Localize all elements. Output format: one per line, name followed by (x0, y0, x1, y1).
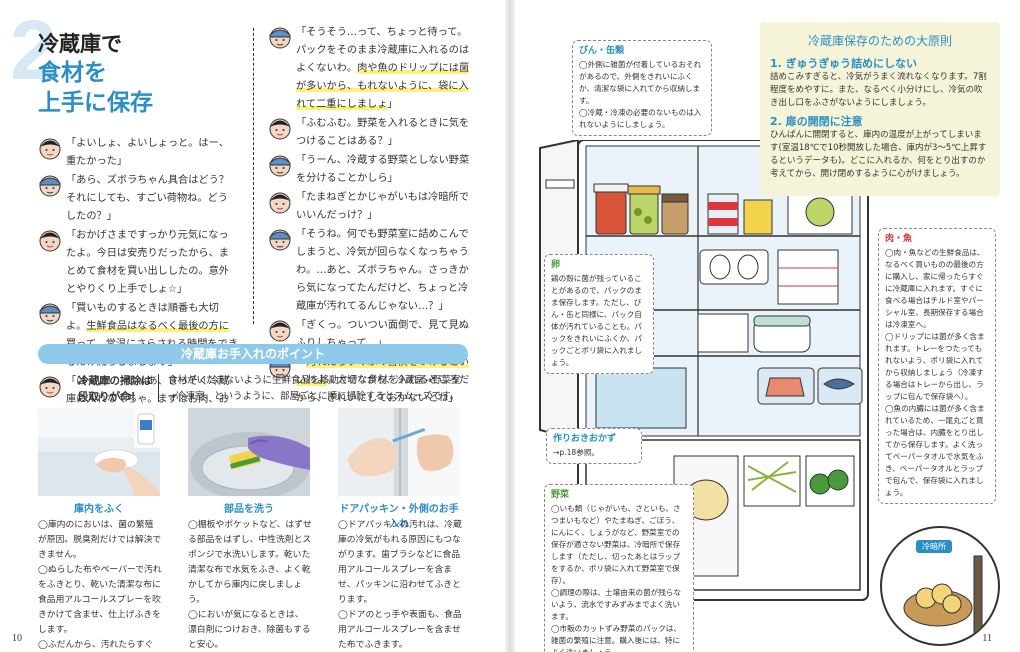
avatar-friend-icon (269, 27, 291, 49)
note-sakurioki: 作りおきおかず →p.18参照。 (546, 428, 642, 464)
dialogue-text: 「よいしょ、よいしょっと。はー、重たかった」 (66, 138, 229, 167)
dialogue-text: 「おかげさまですっかり元気になったよ。今日は安売りだったから、まとめて食材を買い… (66, 230, 229, 295)
note-veg-text: ◯いも類（じゃがいも、さといも、さつまいもなど）やたまねぎ、ごぼう、にんにく、し… (551, 504, 681, 652)
right-page: 冷蔵庫保存のための大原則 1. ぎゅうぎゅう詰めにしない 詰めこみすぎると、冷気… (510, 0, 1020, 652)
dialogue-line: 「ぎくっ。ついつい面倒で、見て見ぬふりしちゃって…」 (268, 317, 473, 353)
photo-text-1: ◯庫内のにおいは、菌の繁殖が原因。脱臭剤だけでは解決できません。 ◯ぬらした布や… (38, 520, 162, 650)
avatar-zubora-icon (269, 192, 291, 214)
note-meat-text: ◯肉・魚などの生鮮食品は、なるべく買いものの最後の方に購入し、家に帰ったらすぐに… (885, 248, 985, 497)
principles-title: 冷蔵庫保存のための大原則 (807, 34, 952, 48)
dialogue-text: 「ぎくっ。ついつい面倒で、見て見ぬふりしちゃって…」 (296, 320, 469, 349)
dialogue-line: 「ふむふむ。野菜を入れるときに気をつけることはある？」 (268, 115, 473, 151)
principle-2-text: ひんぱんに開閉すると、庫内の温度が上がってしまいます(室温18℃で10秒開放した… (770, 130, 987, 179)
dialogue-text: 「たまねぎとかじゃがいもは冷暗所でいいんだっけ？」 (296, 192, 469, 221)
dialogue-text: 「買いものするときは順番も大切よ。 (66, 303, 219, 332)
dialogue-line: 「よいしょ、よいしょっと。はー、重たかった」 (38, 135, 238, 171)
photo-wiping (38, 408, 160, 496)
note-egg: 卵 鶏の殻に菌が残っていることがあるので、パックのまま保存します。ただし、びん・… (544, 254, 654, 374)
section-number: 2 (10, 3, 57, 97)
principle-1-title: 1. ぎゅうぎゅう詰めにしない (770, 57, 918, 70)
note-egg-title: 卵 (551, 260, 561, 270)
avatar-friend-icon (269, 155, 291, 177)
note-veg-title: 野菜 (551, 490, 570, 500)
photo-text-2: ◯棚板やポケットなど、はずせる部品をはずし、中性洗剤とスポンジで水洗いします。乾… (188, 520, 312, 650)
page-title: 冷蔵庫で 食材を 上手に保存 (38, 28, 153, 118)
dialogue-line: 「そうね。何でも野菜室に詰めこんでしまうと、冷気が回らなくなっちゃうわ。…あと、… (268, 226, 473, 316)
page-number-right: 11 (982, 633, 992, 644)
avatar-friend-icon (269, 229, 291, 251)
dialogue-text: 。大切な食材を入れるところだから、きれいにしておかないとね」 (296, 375, 470, 404)
dialogue-line: 「たまねぎとかじゃがいもは冷暗所でいいんだっけ？」 (268, 189, 473, 225)
avatar-zubora-icon (269, 118, 291, 140)
page-number-left: 10 (12, 633, 22, 644)
principle-2-title: 2. 扉の開閉に注意 (770, 115, 863, 128)
tip-body: 食材がいたまないように生鮮食品を移動させながら、冷蔵室→野菜室→冷凍室、というよ… (168, 375, 461, 402)
note-egg-text: 鶏の殻に菌が残っていることがあるので、パックのまま保存します。ただし、びん・缶と… (551, 274, 643, 367)
photo-caption-1: 庫内をふく (74, 504, 124, 515)
dialogue-text: 「あら、ズボラちゃん具合はどう？ それにしても、すごい荷物ね。どうしたの？」 (66, 175, 240, 222)
dialogue-line: 「あら、ズボラちゃん具合はどう？ それにしても、すごい荷物ね。どうしたの？」 (38, 172, 240, 226)
title-line-3: 上手に保存 (38, 90, 153, 116)
photo-gasket (338, 408, 460, 496)
avatar-zubora-icon (269, 320, 291, 342)
cool-dark-place-label: 冷暗所 (916, 540, 952, 553)
left-page: 2 冷蔵庫で 食材を 上手に保存 「よいしょ、よいしょっと。はー、重たかった」「… (0, 0, 505, 652)
note-meat-title: 肉・魚 (885, 234, 913, 244)
dialogue-line: 「おかげさまですっかり元気になったよ。今日は安売りだったから、まとめて食材を買い… (38, 227, 238, 299)
title-line-2: 食材を (38, 60, 107, 86)
note-sakurioki-text: →p.18参照。 (553, 448, 600, 457)
principle-1-text: 詰めこみすぎると、冷気がうまく流れなくなります。7割程度をめやすに。また、なるべ… (770, 72, 987, 108)
note-meat: 肉・魚 ◯肉・魚などの生鮮食品は、なるべく買いものの最後の方に購入し、家に帰った… (878, 228, 996, 504)
photo-caption-3: ドアパッキン・外側のお手入れ (339, 504, 459, 530)
note-bottles: びん・缶類 ◯外側に雑菌が付着しているおそれがあるので、外側をきれいにふくか、清… (572, 40, 712, 136)
note-sakurioki-title: 作りおきおかず (553, 434, 617, 444)
dialogue-text: 」 (387, 99, 398, 110)
tip-heading: 冷蔵庫の掃除は段取りが命！ (78, 373, 158, 405)
avatar-zubora-icon (39, 376, 61, 398)
photo-washing (188, 408, 310, 496)
dialogue-line: 「うーん、冷蔵する野菜としない野菜を分けることかしら」 (268, 152, 473, 188)
note-bottles-text: ◯外側に雑菌が付着しているおそれがあるので、外側をきれいにふくか、清潔な袋に入れ… (579, 60, 702, 129)
tip-divider (158, 374, 159, 402)
column-divider (253, 28, 254, 324)
avatar-friend-icon (39, 303, 61, 325)
avatar-friend-icon (39, 175, 61, 197)
dialogue-text: 「ふむふむ。野菜を入れるときに気をつけることはある？」 (296, 118, 470, 147)
dialogue-text: 「そうそう…って、ちょっと待って。パックをそのまま冷蔵庫に入れるのはよくないわ。 (296, 27, 470, 74)
photo-caption-2: 部品を洗う (224, 504, 274, 515)
dialogue-text: 「そうね。何でも野菜室に詰めこんでしまうと、冷気が回らなくなっちゃうわ。…あと、… (296, 229, 469, 312)
tip-heading-text: 冷蔵庫の掃除は段取りが命！ (78, 375, 152, 403)
avatar-zubora-icon (39, 138, 61, 160)
cool-dark-place-inset: 冷暗所 (880, 526, 1000, 646)
title-line-1: 冷蔵庫で (38, 32, 122, 56)
note-vegetables: 野菜 ◯いも類（じゃがいも、さといも、さつまいもなど）やたまねぎ、ごぼう、にんに… (544, 484, 694, 652)
principles-box: 冷蔵庫保存のための大原則 1. ぎゅうぎゅう詰めにしない 詰めこみすぎると、冷気… (760, 22, 1000, 196)
note-bottles-title: びん・缶類 (579, 46, 625, 56)
section-title-bar: 冷蔵庫お手入れのポイント (38, 344, 468, 364)
dialogue-text: 「うーん、冷蔵する野菜としない野菜を分けることかしら」 (296, 155, 470, 184)
photo-text-3: ◯ドアパッキンの汚れは、冷蔵庫の冷気がもれる原因にもつながります。歯ブラシなどに… (338, 520, 462, 650)
dialogue-line: 「そうそう…って、ちょっと待って。パックをそのまま冷蔵庫に入れるのはよくないわ。… (268, 24, 473, 114)
avatar-zubora-icon (39, 230, 61, 252)
page-gutter (505, 0, 515, 652)
